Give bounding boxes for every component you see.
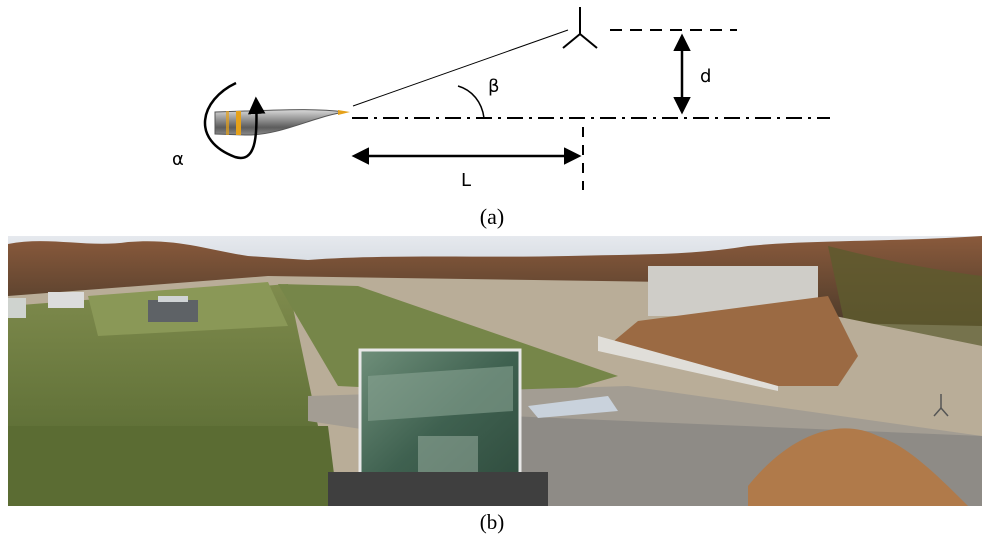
beta-angle-arc — [457, 85, 485, 119]
alpha-label: α — [172, 149, 184, 170]
tripod-icon — [933, 394, 949, 417]
reflective-panel-icon — [328, 348, 548, 506]
projectile-icon — [214, 109, 350, 136]
sensor-icon — [562, 7, 598, 49]
alpha-rotation-arrow — [203, 81, 266, 160]
projectile-geometry-diagram: α β d L — [172, 7, 830, 191]
test-range-photo — [8, 236, 982, 506]
sightline — [352, 29, 569, 107]
beta-label: β — [488, 76, 500, 97]
L-label: L — [461, 170, 471, 191]
caption-b: (b) — [479, 510, 505, 534]
caption-a: (a) — [479, 204, 505, 229]
d-label: d — [700, 66, 711, 87]
